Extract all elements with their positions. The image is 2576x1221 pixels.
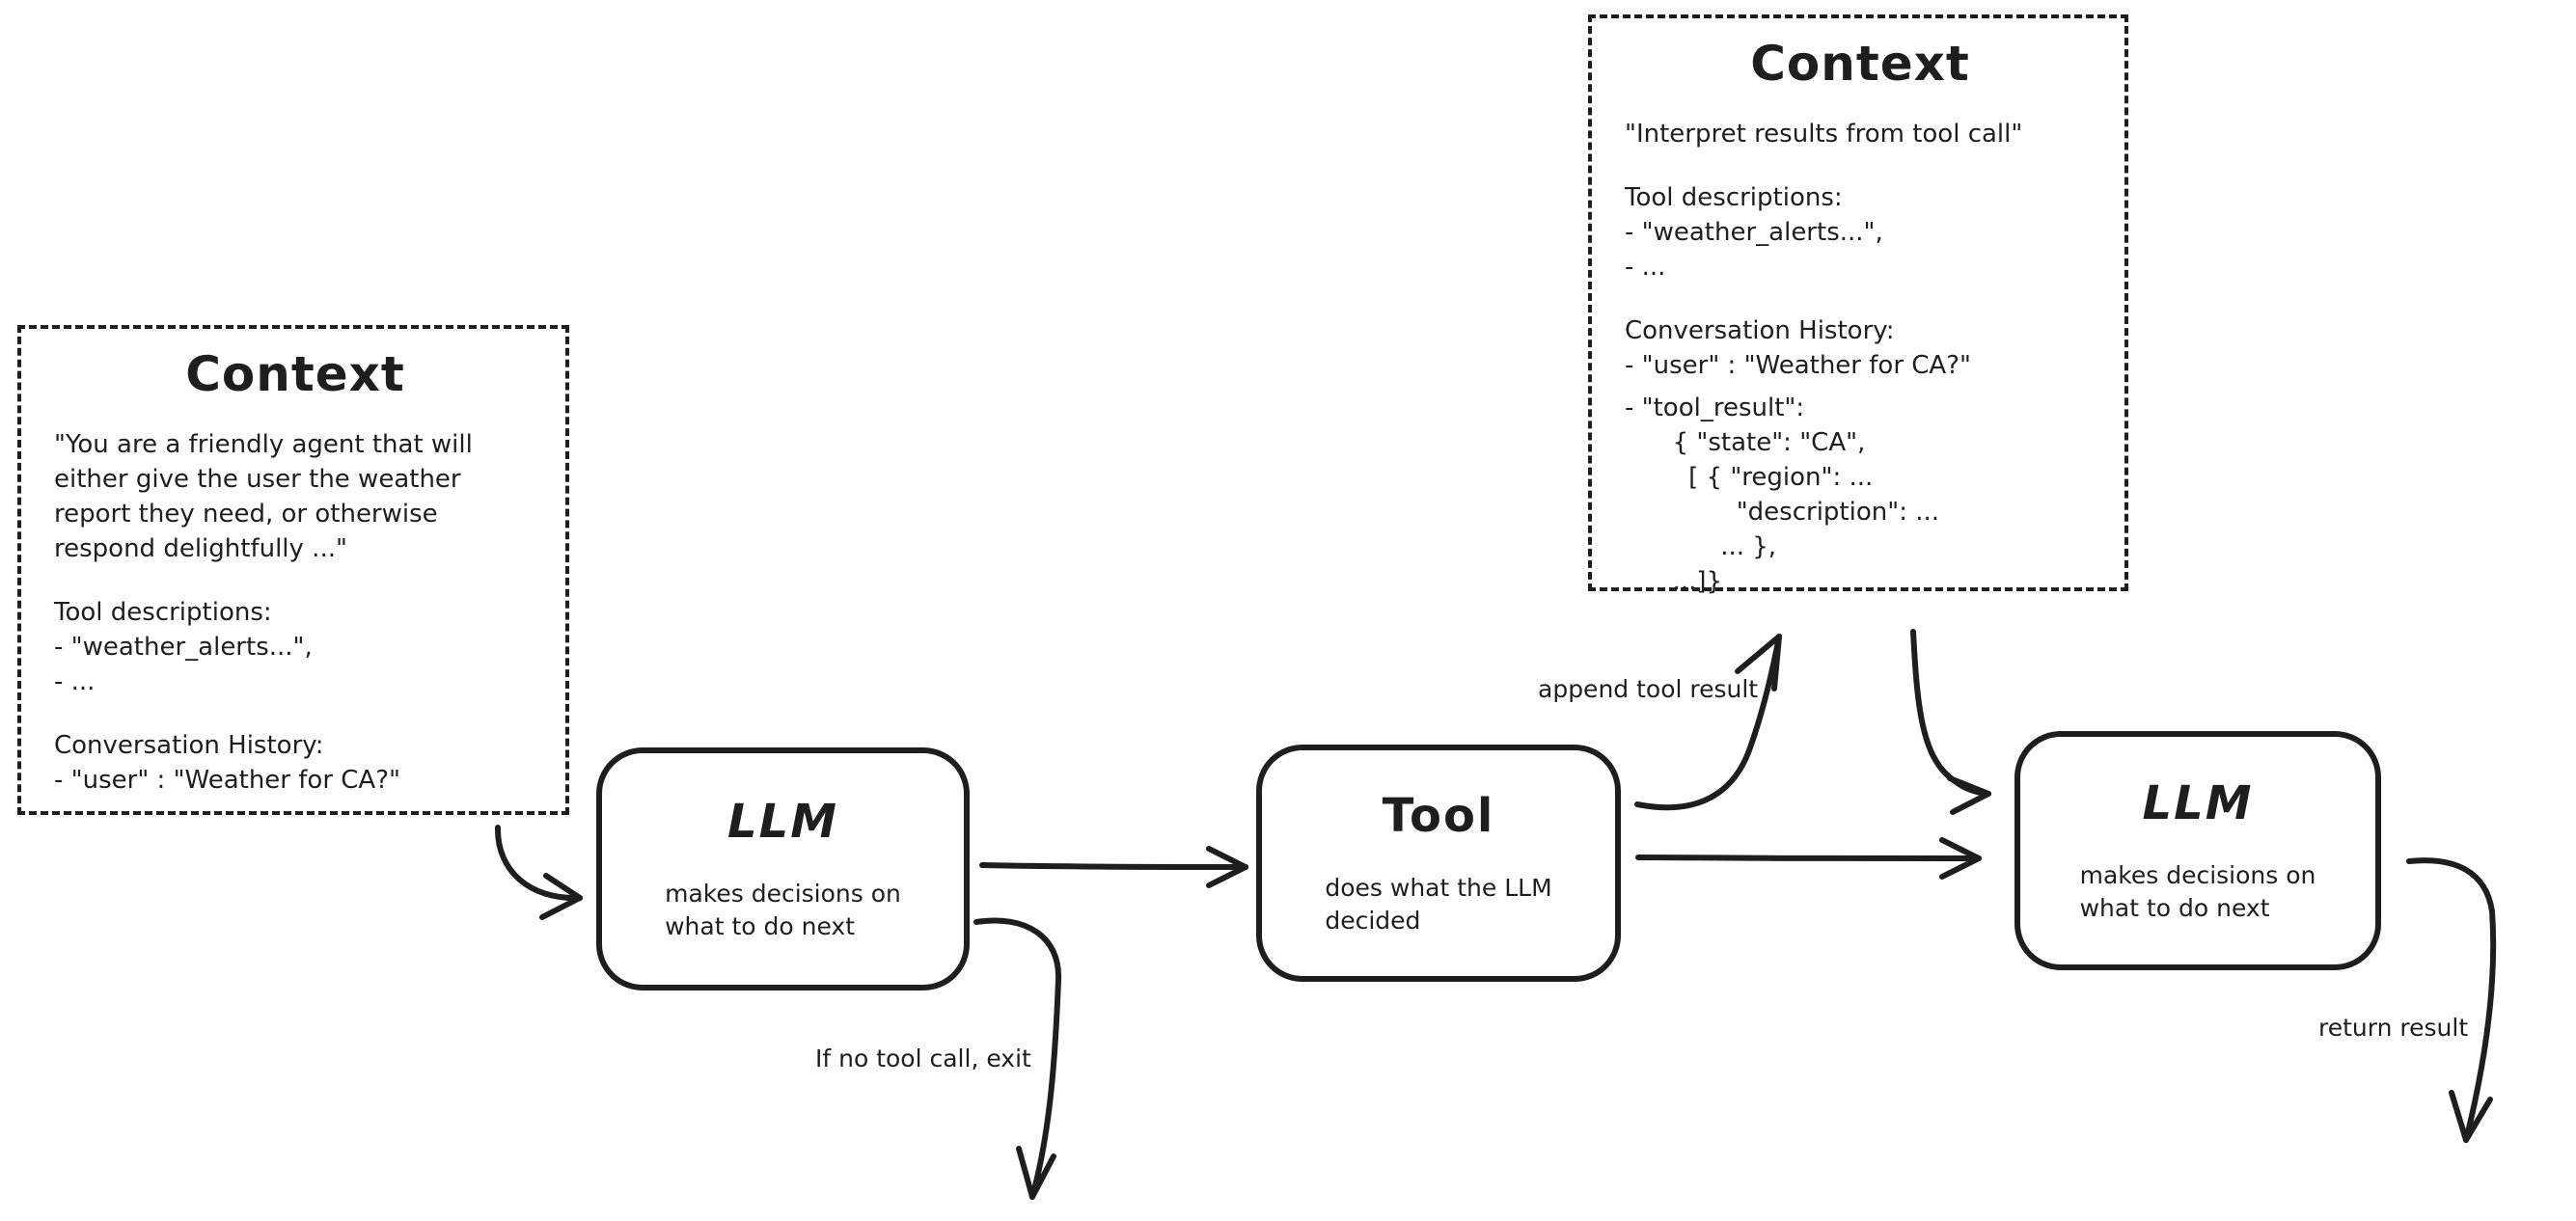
context-box-initial: Context "You are a friendly agent that w… (17, 325, 569, 815)
node-title: LLM (727, 795, 838, 849)
node-subtitle: does what the LLM decided (1325, 874, 1552, 935)
arrow-llm1-to-tool (979, 846, 1248, 888)
context-title: Context (1750, 36, 1970, 92)
tool-node: Tool does what the LLM decided (1256, 745, 1621, 982)
conversation-history-text: Conversation History: - "user" : "Weathe… (54, 731, 400, 795)
context-title: Context (185, 346, 405, 402)
edge-label-no-tool-call-exit: If no tool call, exit (815, 1045, 1031, 1072)
interpret-instruction-text: "Interpret results from tool call" (1625, 120, 2023, 149)
arrow-tool-to-llm2 (1635, 837, 1982, 880)
context-box-after-tool: Context "Interpret results from tool cal… (1588, 14, 2128, 596)
node-subtitle: makes decisions on what to do next (665, 880, 901, 940)
system-prompt-text: "You are a friendly agent that will eith… (54, 430, 473, 563)
llm-node-1: LLM makes decisions on what to do next (596, 747, 970, 990)
edge-label-return-result: return result (2318, 1014, 2469, 1042)
tool-result-text: - "tool_result": { "state": "CA", [ { "r… (1625, 393, 1940, 596)
arrow-llm1-exit (973, 917, 1062, 1200)
edge-label-append-tool-result: append tool result (1538, 675, 1759, 703)
node-title: Tool (1382, 789, 1495, 843)
arrow-context-to-llm1 (494, 825, 583, 920)
llm-node-2: LLM makes decisions on what to do next (2014, 731, 2381, 970)
arrow-llm2-return (2406, 857, 2497, 1143)
conversation-history-text: Conversation History: - "user" : "Weathe… (1625, 316, 1971, 380)
node-title: LLM (2142, 776, 2254, 830)
arrow-tool-to-context (1634, 634, 1782, 811)
tool-descriptions-text: Tool descriptions: - "weather_alerts..."… (54, 598, 313, 696)
node-subtitle: makes decisions on what to do next (2079, 861, 2316, 922)
tool-descriptions-text: Tool descriptions: - "weather_alerts..."… (1625, 183, 1883, 282)
arrow-context-to-llm2 (1910, 629, 1991, 815)
